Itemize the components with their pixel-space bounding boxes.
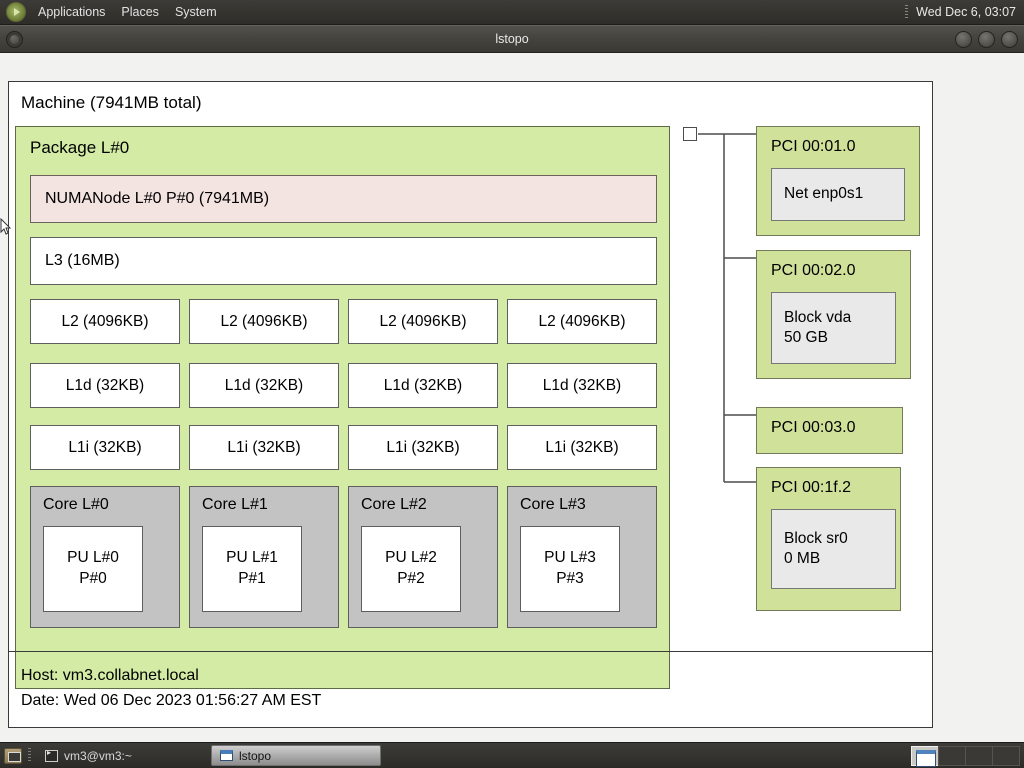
pu-label-line1: PU L#3 xyxy=(544,549,596,567)
host-line: Host: vm3.collabnet.local xyxy=(21,667,199,684)
core-label: Core L#2 xyxy=(361,496,427,513)
core-row: Core L#0 PU L#0 P#0 Core L#1 PU L#1 P#1 xyxy=(30,486,657,628)
machine-title: Machine (7941MB total) xyxy=(21,93,202,112)
pci-child-line2: 0 MB xyxy=(784,550,821,567)
topology-canvas[interactable]: Machine (7941MB total) Package L#0 NUMAN… xyxy=(8,81,933,728)
l2-cache-box[interactable]: L2 (4096KB) xyxy=(30,299,180,344)
core-box[interactable]: Core L#0 PU L#0 P#0 xyxy=(30,486,180,628)
pci-device-box[interactable]: PCI 00:01.0 Net enp0s1 xyxy=(756,126,920,236)
pu-box[interactable]: PU L#3 P#3 xyxy=(520,526,620,612)
bottom-taskbar: vm3@vm3:~ lstopo xyxy=(0,742,1024,768)
date-line: Date: Wed 06 Dec 2023 01:56:27 AM EST xyxy=(21,691,322,709)
pu-label-line1: PU L#2 xyxy=(385,549,437,567)
pci-child-line1: Net enp0s1 xyxy=(784,185,864,203)
taskbar-task-label: vm3@vm3:~ xyxy=(64,748,132,763)
window-icon xyxy=(220,750,233,761)
core-box[interactable]: Core L#2 PU L#2 P#2 xyxy=(348,486,498,628)
maximize-button[interactable] xyxy=(978,30,995,48)
pci-title: PCI 00:1f.2 xyxy=(771,479,852,496)
terminal-icon xyxy=(45,748,58,762)
pu-box[interactable]: PU L#2 P#2 xyxy=(361,526,461,612)
core-label: Core L#0 xyxy=(43,496,109,513)
pci-title: PCI 00:02.0 xyxy=(771,262,856,279)
l1d-cache-box[interactable]: L1d (32KB) xyxy=(189,363,339,408)
menu-system[interactable]: System xyxy=(174,5,217,19)
pci-device-box[interactable]: PCI 00:1f.2 Block sr0 0 MB xyxy=(756,467,901,611)
mouse-cursor-icon xyxy=(0,218,12,235)
pci-child-line1: Block vda xyxy=(784,308,852,326)
pci-child-line2: 50 GB xyxy=(784,329,828,346)
l3-cache-box[interactable]: L3 (16MB) xyxy=(30,237,657,285)
l1i-cache-box[interactable]: L1i (32KB) xyxy=(30,425,180,470)
pci-child-line1: Block sr0 xyxy=(784,529,848,547)
taskbar-task-terminal[interactable]: vm3@vm3:~ xyxy=(37,745,207,766)
pu-box[interactable]: PU L#1 P#1 xyxy=(202,526,302,612)
pu-label-line1: PU L#1 xyxy=(226,549,278,567)
package-title: Package L#0 xyxy=(30,138,130,157)
show-desktop-icon[interactable] xyxy=(4,747,22,764)
workspace-1[interactable] xyxy=(911,745,939,767)
lstopo-window: lstopo Machine (7941MB total) Package L#… xyxy=(0,25,1024,728)
pu-label-line2: P#3 xyxy=(556,570,584,587)
window-menu-icon[interactable] xyxy=(6,30,23,48)
menu-places[interactable]: Places xyxy=(121,5,159,19)
taskbar-task-lstopo[interactable]: lstopo xyxy=(211,745,381,766)
taskbar-separator xyxy=(28,748,31,763)
host-bridge-icon[interactable] xyxy=(683,127,697,141)
top-panel: Applications Places System Wed Dec 6, 03… xyxy=(0,0,1024,25)
topology-footer: Host: vm3.collabnet.local Date: Wed 06 D… xyxy=(9,651,932,727)
workspace-4[interactable] xyxy=(992,745,1020,766)
l2-cache-box[interactable]: L2 (4096KB) xyxy=(189,299,339,344)
workspace-switcher[interactable] xyxy=(911,745,1020,767)
pci-child-device[interactable]: Block vda 50 GB xyxy=(771,292,896,364)
close-button[interactable] xyxy=(1001,30,1018,48)
panel-grip-handle[interactable] xyxy=(905,5,909,19)
numanode-box[interactable]: NUMANode L#0 P#0 (7941MB) xyxy=(30,175,657,223)
workspace-3[interactable] xyxy=(965,745,993,766)
l1i-cache-box[interactable]: L1i (32KB) xyxy=(189,425,339,470)
package-box[interactable]: Package L#0 NUMANode L#0 P#0 (7941MB) L3… xyxy=(15,126,670,689)
l2-cache-box[interactable]: L2 (4096KB) xyxy=(348,299,498,344)
pci-tree-connectors xyxy=(698,133,757,483)
l1i-cache-box[interactable]: L1i (32KB) xyxy=(348,425,498,470)
pu-box[interactable]: PU L#0 P#0 xyxy=(43,526,143,612)
l1d-cache-box[interactable]: L1d (32KB) xyxy=(30,363,180,408)
pci-child-device[interactable]: Net enp0s1 xyxy=(771,168,905,221)
core-label: Core L#1 xyxy=(202,496,268,513)
l1d-cache-row: L1d (32KB) L1d (32KB) L1d (32KB) L1d (32… xyxy=(30,363,657,408)
window-titlebar[interactable]: lstopo xyxy=(0,25,1024,53)
l1d-cache-box[interactable]: L1d (32KB) xyxy=(348,363,498,408)
core-box[interactable]: Core L#1 PU L#1 P#1 xyxy=(189,486,339,628)
core-label: Core L#3 xyxy=(520,496,586,513)
pu-label-line2: P#0 xyxy=(79,570,107,587)
l1i-cache-row: L1i (32KB) L1i (32KB) L1i (32KB) L1i (32… xyxy=(30,425,657,470)
workspace-2[interactable] xyxy=(938,745,966,766)
pci-child-device[interactable]: Block sr0 0 MB xyxy=(771,509,896,589)
menu-applications[interactable]: Applications xyxy=(38,5,106,19)
taskbar-task-label: lstopo xyxy=(239,748,272,763)
gnome-foot-icon[interactable] xyxy=(6,2,26,22)
l1d-cache-box[interactable]: L1d (32KB) xyxy=(507,363,657,408)
core-box[interactable]: Core L#3 PU L#3 P#3 xyxy=(507,486,657,628)
pci-title: PCI 00:03.0 xyxy=(771,419,856,436)
pci-title: PCI 00:01.0 xyxy=(771,138,856,155)
l1i-cache-box[interactable]: L1i (32KB) xyxy=(507,425,657,470)
l2-cache-box[interactable]: L2 (4096KB) xyxy=(507,299,657,344)
pu-label-line2: P#2 xyxy=(397,570,425,587)
window-title: lstopo xyxy=(495,32,529,46)
pu-label-line1: PU L#0 xyxy=(67,549,119,567)
pu-label-line2: P#1 xyxy=(238,570,266,587)
l2-cache-row: L2 (4096KB) L2 (4096KB) L2 (4096KB) L2 (… xyxy=(30,299,657,344)
window-buttons xyxy=(955,30,1018,48)
panel-clock[interactable]: Wed Dec 6, 03:07 xyxy=(916,5,1016,19)
pci-device-box[interactable]: PCI 00:02.0 Block vda 50 GB xyxy=(756,250,911,379)
pci-device-box[interactable]: PCI 00:03.0 xyxy=(756,407,903,454)
minimize-button[interactable] xyxy=(955,30,972,48)
